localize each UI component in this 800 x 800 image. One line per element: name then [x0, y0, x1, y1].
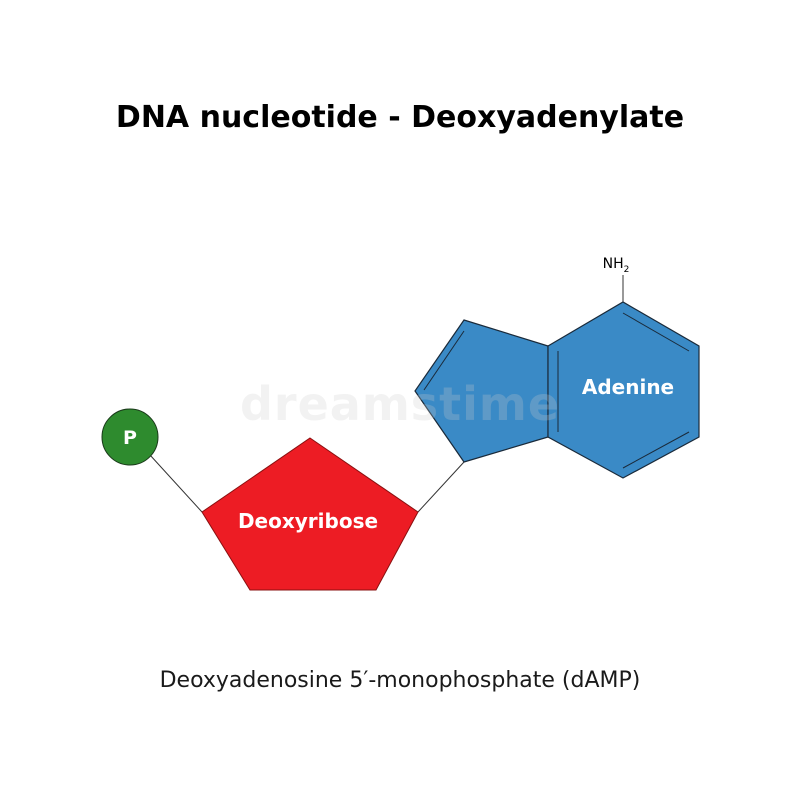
amine-label: NH2: [603, 256, 630, 275]
phosphate-label: P: [123, 427, 137, 449]
double-bond-line: [622, 312, 690, 352]
amine-subscript: 2: [624, 265, 630, 275]
watermark: dreamstime: [240, 377, 560, 431]
sugar-base-bond: [417, 461, 465, 513]
phosphate-circle: [101, 408, 159, 466]
double-bond-line: [423, 330, 465, 391]
adenine-label: Adenine: [582, 375, 674, 399]
deoxyribose-label: Deoxyribose: [238, 509, 378, 533]
adenine-six-ring: [547, 301, 700, 479]
diagram-title: DNA nucleotide - Deoxyadenylate: [115, 100, 685, 135]
double-bond-line: [622, 431, 690, 469]
phosphate-sugar-bond: [149, 454, 203, 513]
deoxyribose-pentagon: [201, 437, 419, 591]
diagram-caption: Deoxyadenosine 5′-monophosphate (dAMP): [159, 668, 641, 693]
adenine-five-ring: [414, 319, 549, 463]
